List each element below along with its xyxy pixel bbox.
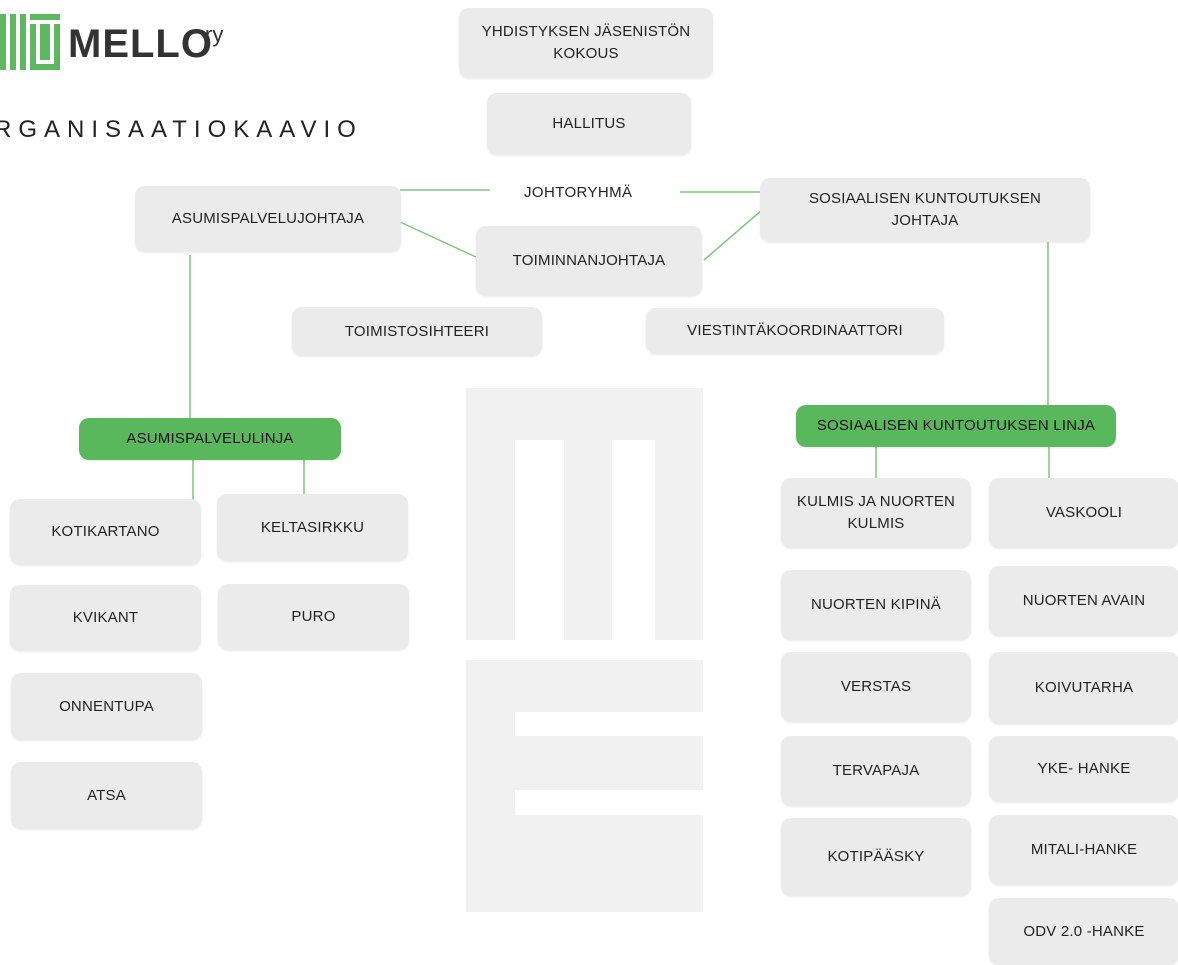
unit-label: KULMIS JA NUORTEN KULMIS bbox=[796, 493, 956, 532]
unit-label: VERSTAS bbox=[840, 678, 912, 696]
unit-box: KOTIKARTANO bbox=[10, 499, 201, 565]
unit-label: VASKOOLI bbox=[1045, 504, 1123, 522]
unit-box: KVIKANT bbox=[10, 585, 201, 651]
unit-box: NUORTEN KIPINÄ bbox=[781, 570, 971, 640]
unit-label: NUORTEN KIPINÄ bbox=[810, 596, 942, 614]
social-line-box: SOSIAALISEN KUNTOUTUKSEN LINJA bbox=[796, 405, 1116, 447]
unit-box: KOIVUTARHA bbox=[989, 652, 1178, 724]
office-secretary-box: TOIMISTOSIHTEERI bbox=[292, 307, 542, 356]
housing-line-label: ASUMISPALVELULINJA bbox=[126, 430, 294, 448]
mello-logo-icon bbox=[0, 14, 60, 70]
unit-label: MITALI-HANKE bbox=[1030, 841, 1138, 859]
unit-box: KOTIPÄÄSKY bbox=[781, 818, 971, 896]
members-meeting-box: YHDISTYKSEN JÄSENISTÖN KOKOUS bbox=[459, 8, 713, 78]
unit-box: ATSA bbox=[11, 762, 202, 829]
members-meeting-label: YHDISTYKSEN JÄSENISTÖN KOKOUS bbox=[481, 23, 691, 62]
unit-box: VASKOOLI bbox=[989, 478, 1178, 548]
office-secretary-label: TOIMISTOSIHTEERI bbox=[344, 322, 490, 340]
housing-director-label: ASUMISPALVELUJOHTAJA bbox=[171, 210, 365, 228]
unit-box: TERVAPAJA bbox=[781, 736, 971, 806]
logo-suffix: ry bbox=[205, 22, 224, 47]
board-box: HALLITUS bbox=[487, 93, 691, 155]
unit-label: ONNENTUPA bbox=[59, 697, 154, 715]
board-label: HALLITUS bbox=[552, 115, 626, 133]
unit-box: YKE- HANKE bbox=[989, 736, 1178, 802]
unit-box: KULMIS JA NUORTEN KULMIS bbox=[781, 478, 971, 548]
unit-label: ATSA bbox=[87, 786, 126, 804]
unit-box: ONNENTUPA bbox=[11, 673, 202, 740]
unit-box: MITALI-HANKE bbox=[989, 815, 1178, 885]
social-director-box: SOSIAALISEN KUNTOUTUKSEN JOHTAJA bbox=[760, 178, 1090, 242]
unit-label: NUORTEN AVAIN bbox=[1022, 592, 1146, 610]
unit-box: NUORTEN AVAIN bbox=[989, 566, 1178, 636]
unit-box: KELTASIRKKU bbox=[217, 494, 408, 561]
unit-label: YKE- HANKE bbox=[1037, 760, 1131, 778]
unit-label: KOTIPÄÄSKY bbox=[827, 848, 925, 866]
unit-box: PURO bbox=[218, 584, 409, 650]
executive-director-label: TOIMINNANJOHTAJA bbox=[512, 252, 666, 270]
communications-coordinator-box: VIESTINTÄKOORDINAATTORI bbox=[646, 308, 944, 354]
unit-box: ODV 2.0 -HANKE bbox=[989, 898, 1178, 965]
unit-label: KOIVUTARHA bbox=[1034, 679, 1134, 697]
unit-label: KELTASIRKKU bbox=[260, 518, 365, 536]
unit-label: KOTIKARTANO bbox=[51, 523, 160, 541]
social-director-label: SOSIAALISEN KUNTOUTUKSEN JOHTAJA bbox=[808, 190, 1042, 229]
housing-director-box: ASUMISPALVELUJOHTAJA bbox=[135, 186, 401, 252]
executive-director-box: TOIMINNANJOHTAJA bbox=[476, 226, 702, 296]
unit-box: VERSTAS bbox=[781, 652, 971, 722]
unit-label: PURO bbox=[291, 608, 336, 626]
social-line-label: SOSIAALISEN KUNTOUTUKSEN LINJA bbox=[816, 417, 1096, 435]
unit-label: ODV 2.0 -HANKE bbox=[1023, 922, 1145, 940]
unit-label: KVIKANT bbox=[72, 609, 139, 627]
logo-name: MELLO bbox=[68, 22, 213, 66]
housing-line-box: ASUMISPALVELULINJA bbox=[79, 418, 341, 460]
communications-coordinator-label: VIESTINTÄKOORDINAATTORI bbox=[687, 322, 903, 340]
chart-subtitle: RGANISAATIOKAAVIO bbox=[0, 116, 363, 143]
management-team-label: JOHTORYHMÄ bbox=[524, 184, 633, 201]
unit-label: TERVAPAJA bbox=[832, 762, 920, 780]
